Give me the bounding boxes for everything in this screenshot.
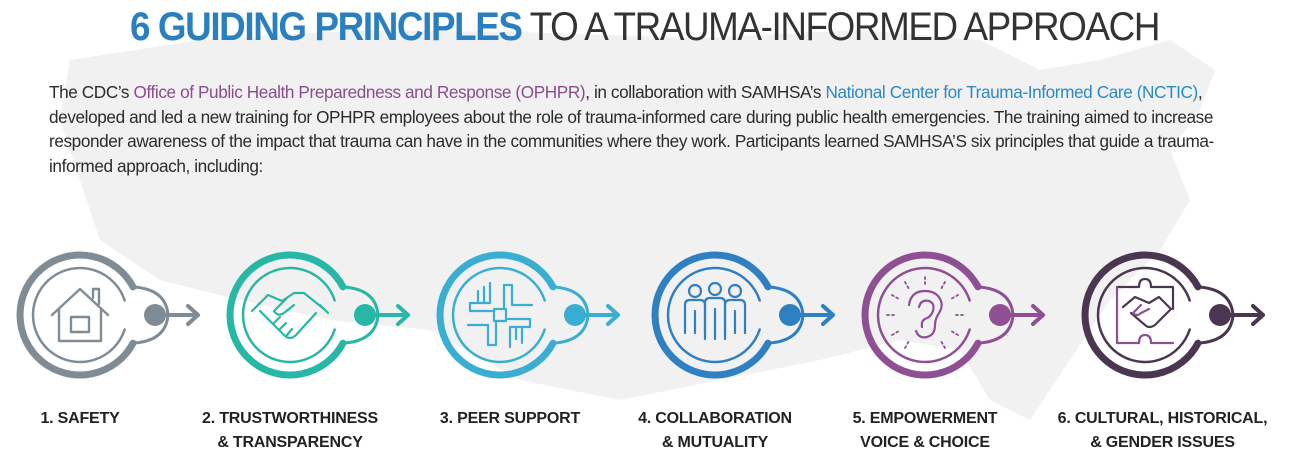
intro-paragraph: The CDC’s Office of Public Health Prepar…	[49, 80, 1239, 178]
connector-dot	[1209, 304, 1231, 326]
ring-arc	[1096, 266, 1191, 364]
nctic-link[interactable]: National Center for Trauma-Informed Care…	[825, 82, 1198, 102]
ring-arc	[861, 251, 982, 379]
ring-arc	[1081, 251, 1202, 379]
arrow-right-icon	[584, 304, 620, 326]
ring-4	[651, 251, 835, 379]
principle-3-peer	[436, 251, 620, 379]
principle-3-line1: 3. PEER SUPPORT	[439, 410, 581, 427]
connector-dot	[989, 304, 1011, 326]
ring-arc	[876, 266, 971, 364]
ear-icon	[886, 276, 964, 349]
principle-2-line2: & TRANSPARENCY	[217, 434, 363, 451]
principle-5-empower	[861, 251, 1045, 379]
connector-dot	[564, 304, 586, 326]
principle-1-line1: 1. SAFETY	[40, 410, 120, 427]
principle-4-collab	[651, 251, 835, 379]
ring-arc	[436, 251, 557, 379]
linked-hands-icon	[466, 281, 534, 349]
connector-dot	[144, 304, 166, 326]
principle-6-line2: & GENDER ISSUES	[1090, 434, 1235, 451]
house-icon	[50, 287, 110, 343]
principle-2-line1: 2. TRUSTWORTHINESS	[202, 410, 378, 427]
intro-text-2: , in collaboration with SAMHSA’s	[585, 82, 826, 102]
ring-arc	[666, 266, 761, 364]
connector-dot	[779, 304, 801, 326]
principle-6-line1: 6. CULTURAL, HISTORICAL,	[1057, 410, 1268, 427]
ring-arc	[31, 266, 126, 364]
principle-label-6: 6. CULTURAL, HISTORICAL, & GENDER ISSUES	[1040, 407, 1285, 455]
ring-arc	[451, 266, 546, 364]
puzzle-handshake-icon	[1115, 277, 1175, 345]
page-title: 6 GUIDING PRINCIPLES TO A TRAUMA-INFORME…	[52, 4, 1238, 50]
arrow-right-icon	[1229, 304, 1265, 326]
principle-5-line2: VOICE & CHOICE	[860, 434, 990, 451]
principle-1-safety	[16, 251, 200, 379]
ring-arc	[241, 266, 336, 364]
handshake-icon	[250, 291, 330, 340]
principle-4-line2: & MUTUALITY	[661, 434, 769, 451]
principle-2-trust	[226, 251, 410, 379]
principle-label-5: 5. EMPOWERMENT VOICE & CHOICE	[830, 407, 1020, 455]
arrow-right-icon	[1009, 304, 1045, 326]
principle-label-3: 3. PEER SUPPORT	[420, 407, 600, 431]
ring-6	[1081, 251, 1265, 379]
intro-text-3: , developed and led a new training for O…	[49, 82, 1214, 176]
group-icon	[683, 281, 747, 341]
principle-4-line1: 4. COLLABORATION	[638, 410, 792, 427]
arrow-right-icon	[799, 304, 835, 326]
principle-6-cultural	[1081, 251, 1265, 379]
principle-label-4: 4. COLLABORATION & MUTUALITY	[615, 407, 815, 455]
ring-arc	[226, 251, 347, 379]
principles-diagram	[16, 251, 1265, 379]
principle-5-line1: 5. EMPOWERMENT	[852, 410, 998, 427]
ring-2	[226, 251, 410, 379]
connector-dot	[354, 304, 376, 326]
ring-5	[861, 251, 1045, 379]
ring-arc	[651, 251, 772, 379]
principle-label-1: 1. SAFETY	[10, 407, 150, 431]
arrow-right-icon	[374, 304, 410, 326]
ophpr-link[interactable]: Office of Public Health Preparedness and…	[133, 82, 586, 102]
intro-text-1: The CDC’s	[49, 82, 134, 102]
principle-label-2: 2. TRUSTWORTHINESS & TRANSPARENCY	[180, 407, 400, 455]
arrow-right-icon	[164, 304, 200, 326]
ring-3	[436, 251, 620, 379]
title-rest: TO A TRAUMA-INFORMED APPROACH	[521, 5, 1161, 49]
ring-arc	[16, 251, 137, 379]
title-highlight: 6 GUIDING PRINCIPLES	[129, 5, 523, 49]
ring-1	[16, 251, 200, 379]
